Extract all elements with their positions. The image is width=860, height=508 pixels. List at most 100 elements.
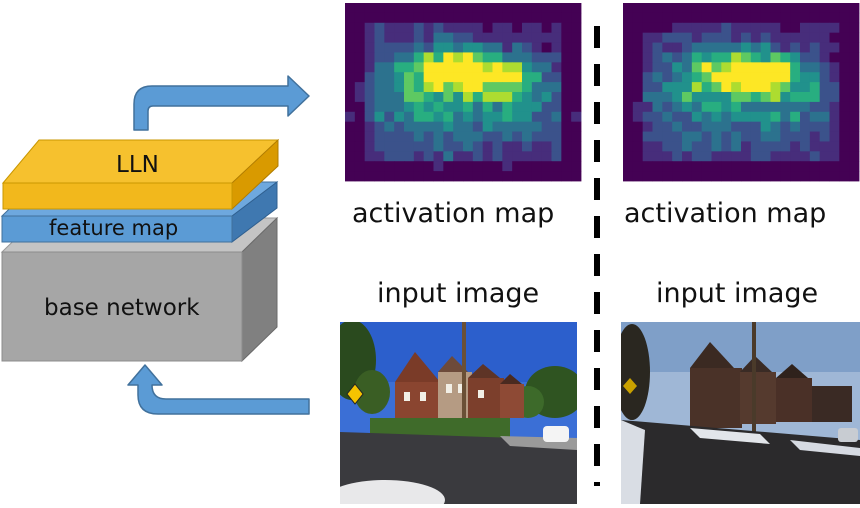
heatmap-cell [790,151,801,162]
heatmap-cell [701,12,712,24]
heatmap-cell [691,62,703,73]
heatmap-cell [741,111,752,123]
heatmap-cell [443,32,454,43]
heatmap-cell [760,12,771,24]
heatmap-cell [472,3,484,14]
heatmap-cell [839,32,850,43]
heatmap-cell [642,92,653,103]
heatmap-cell [721,22,732,34]
heatmap-cell [423,52,434,63]
heatmap-cell [364,92,375,103]
heatmap-cell [453,62,464,73]
heatmap-cell [691,121,703,132]
heatmap-cell [453,12,464,24]
heatmap-cell [691,151,703,162]
heatmap-cell [512,111,523,123]
heatmap-cell [809,131,821,142]
heatmap-cell [384,12,395,24]
heatmap-cell [561,52,572,63]
heatmap-cell [571,52,582,63]
heatmap-cell [819,3,830,14]
heatmap-cell [652,151,663,162]
heatmap-cell [551,151,562,162]
heatmap-cell [829,101,840,113]
heatmap-cell [364,42,375,53]
heatmap-cell [502,101,513,113]
heatmap-cell [512,101,523,113]
heatmap-cell [443,111,454,123]
heatmap-cell [413,82,425,93]
heatmap-cell [551,82,562,93]
heatmap-cell [571,161,582,172]
heatmap-cell [632,121,644,132]
heatmap-cell [394,12,405,24]
heatmap-cell [522,32,533,43]
heatmap-cell [394,111,405,123]
heatmap-cell [512,92,523,103]
heatmap-cell [482,22,493,34]
heatmap-cell [790,161,801,172]
heatmap-cell [632,161,644,172]
heatmap-cell [839,131,850,142]
heatmap-cell [384,101,395,113]
heatmap-cell [741,141,752,152]
heatmap-cell [551,141,562,152]
heatmap-cell [750,121,762,132]
heatmap-cell [750,92,762,103]
heatmap-cell [672,101,683,113]
heatmap-cell [551,171,562,182]
heatmap-cell [711,131,722,142]
heatmap-cell [364,52,375,63]
heatmap-cell [531,72,543,83]
heatmap-cell [662,62,673,73]
heatmap-cell [750,32,762,43]
heatmap-cell [770,171,781,182]
heatmap-cell [750,161,762,172]
heatmap-cell [384,72,395,83]
heatmap-cell [829,12,840,24]
heatmap-cell [809,42,821,53]
heatmap-cell [809,141,821,152]
heatmap-cell [662,32,673,43]
heatmap-cell [642,32,653,43]
heatmap-cell [561,101,572,113]
heatmap-cell [345,141,356,152]
heatmap-cell [829,62,840,73]
heatmap-cell [721,12,732,24]
heatmap-cell [701,141,712,152]
heatmap-cell [819,52,830,63]
heatmap-cell [561,22,572,34]
heatmap-cell [413,111,425,123]
heatmap-cell [731,12,742,24]
heatmap-cell [672,131,683,142]
heatmap-cell [522,151,533,162]
heatmap-cell [364,72,375,83]
heatmap-cell [682,32,693,43]
heatmap-cell [384,131,395,142]
heatmap-cell [423,12,434,24]
heatmap-cell [463,171,474,182]
heatmap-cell [800,141,811,152]
heatmap-cell [571,42,582,53]
heatmap-cell [711,92,722,103]
heatmap-cell [394,101,405,113]
heatmap-cell [423,62,434,73]
heatmap-cell [433,42,444,53]
heatmap-cell [790,92,801,103]
heatmap-cell [750,12,762,24]
heatmap-cell [453,101,464,113]
heatmap-cell [731,82,742,93]
heatmap-cell [364,111,375,123]
heatmap-cell [384,151,395,162]
heatmap-cell [364,131,375,142]
heatmap-cell [384,92,395,103]
heatmap-cell [809,92,821,103]
heatmap-cell [531,52,543,63]
heatmap-cell [502,3,513,14]
heatmap-cell [571,82,582,93]
heatmap-cell [541,131,552,142]
heatmap-cell [780,72,791,83]
heatmap-cell [662,42,673,53]
heatmap-cell [502,42,513,53]
heatmap-cell [394,161,405,172]
